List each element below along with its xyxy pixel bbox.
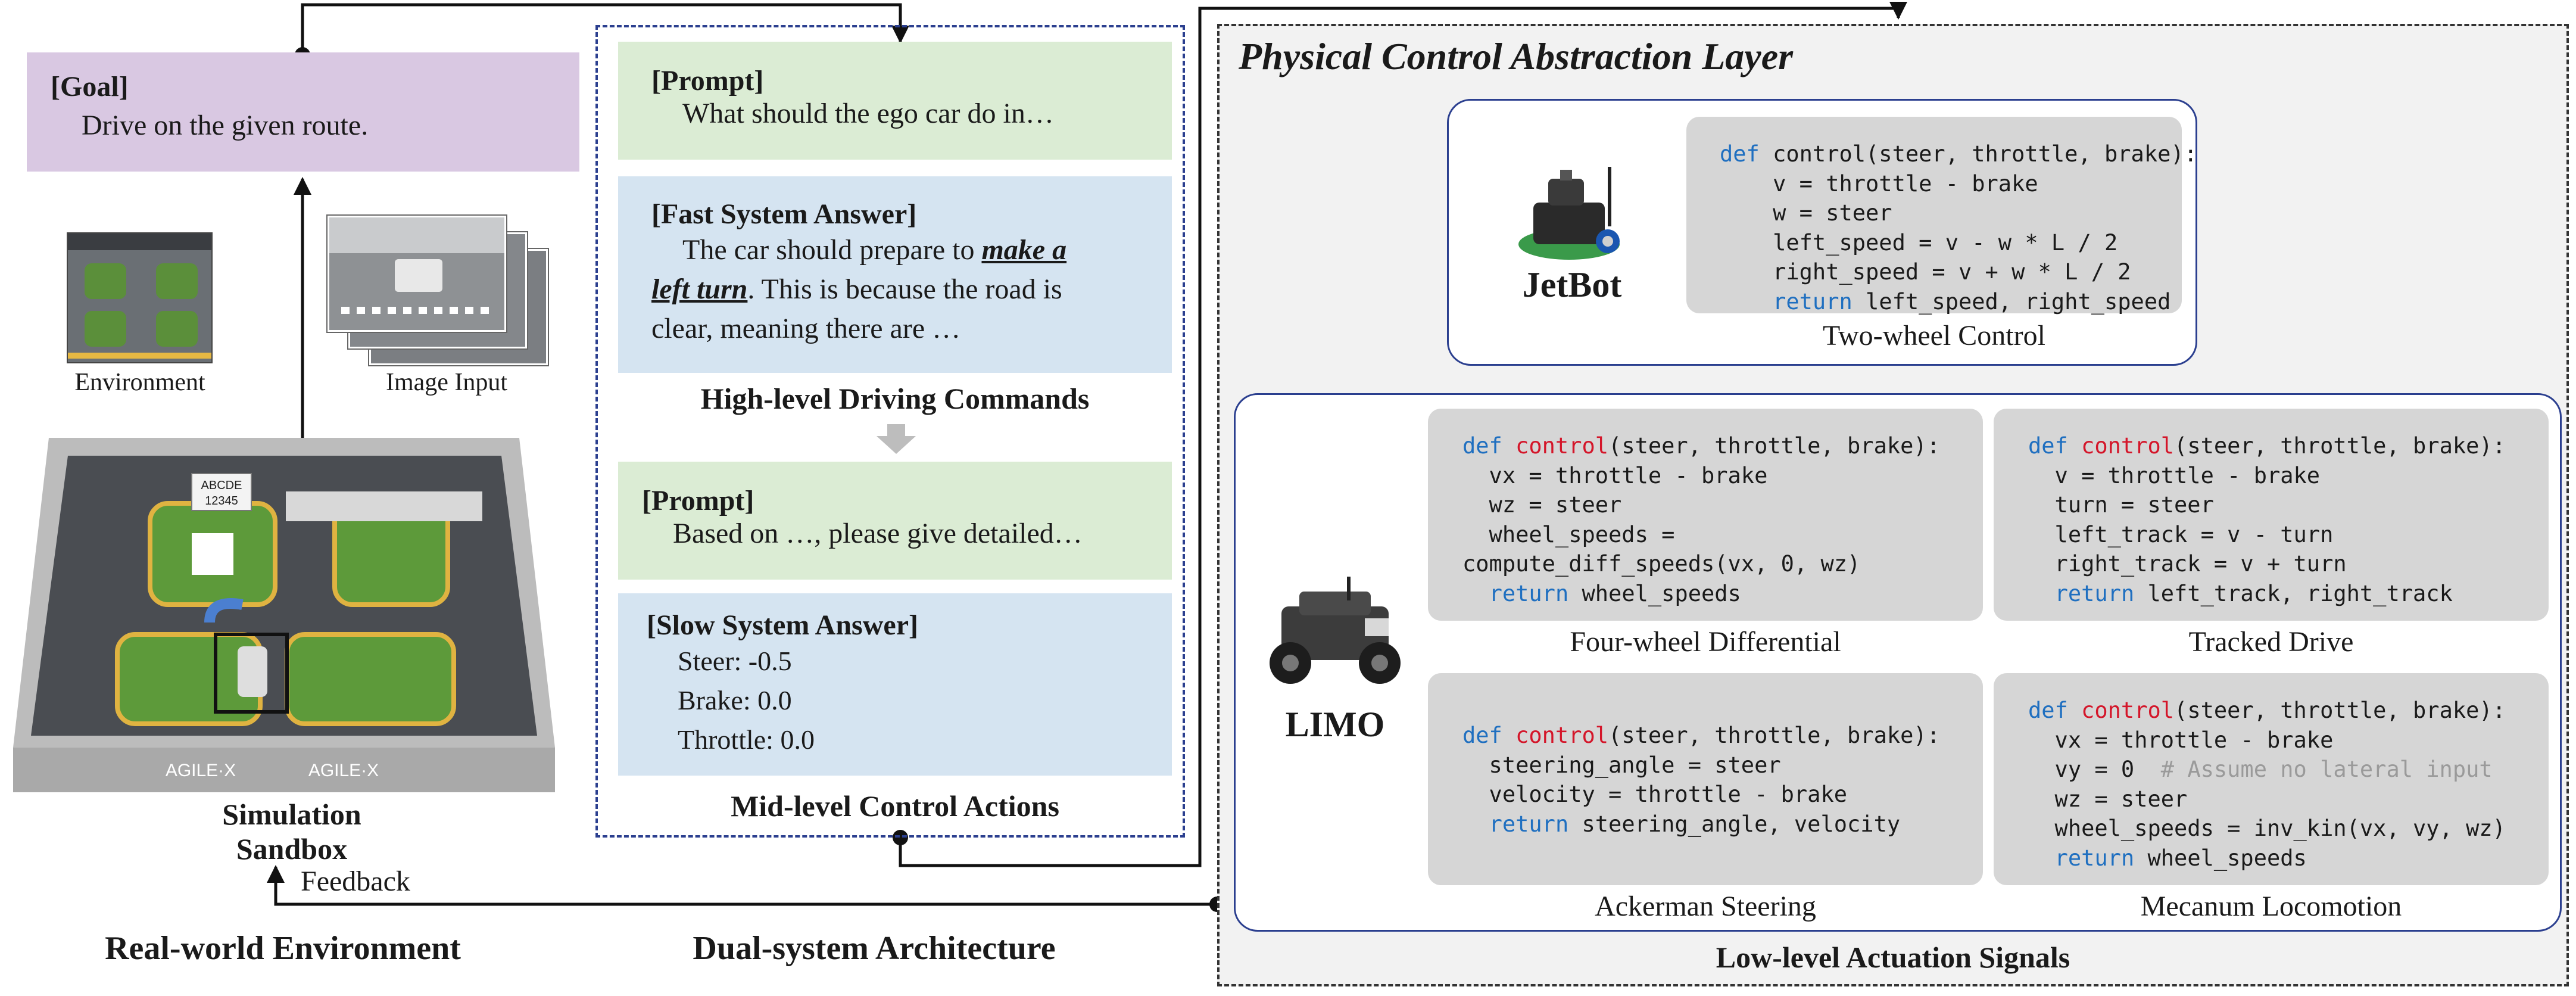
sandbox-caption: Simulation Sandbox: [222, 798, 361, 866]
slow-answer-throttle: Throttle: 0.0: [678, 724, 815, 755]
actions-to-abstraction-arrow: [899, 2, 1907, 867]
jetbot-code-block: def control(steer, throttle, brake): v =…: [1686, 117, 2197, 315]
mid-level-caption: Mid-level Control Actions: [731, 789, 1059, 823]
sandbox-watermark-2: AGILE·X: [308, 761, 379, 780]
svg-text:ABCDE: ABCDE: [201, 479, 242, 492]
prompt-1-title: [Prompt]: [651, 65, 764, 97]
fast-answer-text: The car should prepare to make a left tu…: [651, 231, 1172, 348]
limo-label: LIMO: [1285, 705, 1385, 744]
feedback-arrow: [267, 865, 1217, 906]
sandbox-watermark-1: AGILE·X: [166, 761, 236, 780]
prompt-1-text: What should the ego car do in…: [682, 98, 1054, 129]
mecanum-caption: Mecanum Locomotion: [2140, 891, 2402, 922]
four-wheel-caption: Four-wheel Differential: [1570, 626, 1841, 658]
slow-answer-title: [Slow System Answer]: [647, 609, 918, 641]
slow-answer-steer: Steer: -0.5: [678, 646, 792, 676]
svg-text:12345: 12345: [205, 494, 238, 508]
fast-answer-title: [Fast System Answer]: [651, 198, 917, 230]
slow-answer-box: [Slow System Answer] Steer: -0.5 Brake: …: [618, 593, 1172, 776]
jetbot-label: JetBot: [1522, 265, 1622, 304]
prompt-2-title: [Prompt]: [642, 485, 754, 516]
fast-answer-line-1: The car should prepare to: [682, 234, 982, 266]
slow-answer-brake: Brake: 0.0: [678, 685, 792, 715]
fast-answer-emphasis-2: left turn: [651, 273, 748, 305]
tracked-caption: Tracked Drive: [2188, 626, 2354, 658]
jetbot-robot-image: [1512, 161, 1632, 265]
prompt-2-text: Based on …, please give detailed…: [673, 518, 1083, 549]
image-input-caption: Image Input: [385, 369, 508, 396]
jetbot-caption: Two-wheel Control: [1823, 320, 2045, 351]
goal-text: Drive on the given route.: [82, 110, 369, 141]
limo-robot-image: [1258, 577, 1412, 690]
four-wheel-code-block: def control(steer, throttle, brake): vx …: [1428, 409, 1983, 621]
fast-answer-line-2: . This is because the road is: [747, 273, 1062, 305]
image-input-stack: [328, 216, 554, 371]
ackerman-caption: Ackerman Steering: [1595, 891, 1816, 922]
environment-thumbnail: [67, 232, 213, 363]
prompt-box-1: [Prompt] What should the ego car do in…: [618, 42, 1172, 160]
environment-caption: Environment: [74, 369, 205, 396]
dual-system-panel: [595, 25, 1185, 838]
down-arrow-icon: [875, 424, 917, 455]
simulation-sandbox: AGILE·X AGILE·X ABCDE 12345: [13, 438, 555, 792]
slow-answer-lines: Steer: -0.5 Brake: 0.0 Throttle: 0.0: [647, 642, 1172, 760]
mecanum-code-block: def control(steer, throttle, brake): vx …: [1994, 673, 2549, 885]
goal-to-prompt-arrow: [301, 3, 909, 55]
low-level-caption: Low-level Actuation Signals: [1716, 941, 2070, 974]
goal-box: [Goal] Drive on the given route.: [27, 52, 579, 172]
fast-answer-emphasis-1: make a: [981, 234, 1067, 266]
left-section-title: Real-world Environment: [105, 930, 461, 967]
abstraction-layer-title: Physical Control Abstraction Layer: [1239, 35, 1793, 77]
feedback-label: Feedback: [301, 866, 410, 897]
ackerman-code-block: def control(steer, throttle, brake): ste…: [1428, 673, 1983, 885]
tracked-code-block: def control(steer, throttle, brake): v =…: [1994, 409, 2549, 621]
high-level-caption: High-level Driving Commands: [700, 382, 1090, 415]
middle-section-title: Dual-system Architecture: [693, 930, 1056, 967]
fast-answer-line-3: clear, meaning there are …: [651, 313, 961, 344]
goal-title: [Goal]: [51, 71, 129, 102]
prompt-box-2: [Prompt] Based on …, please give detaile…: [618, 462, 1172, 580]
fast-answer-box: [Fast System Answer] The car should prep…: [618, 176, 1172, 373]
